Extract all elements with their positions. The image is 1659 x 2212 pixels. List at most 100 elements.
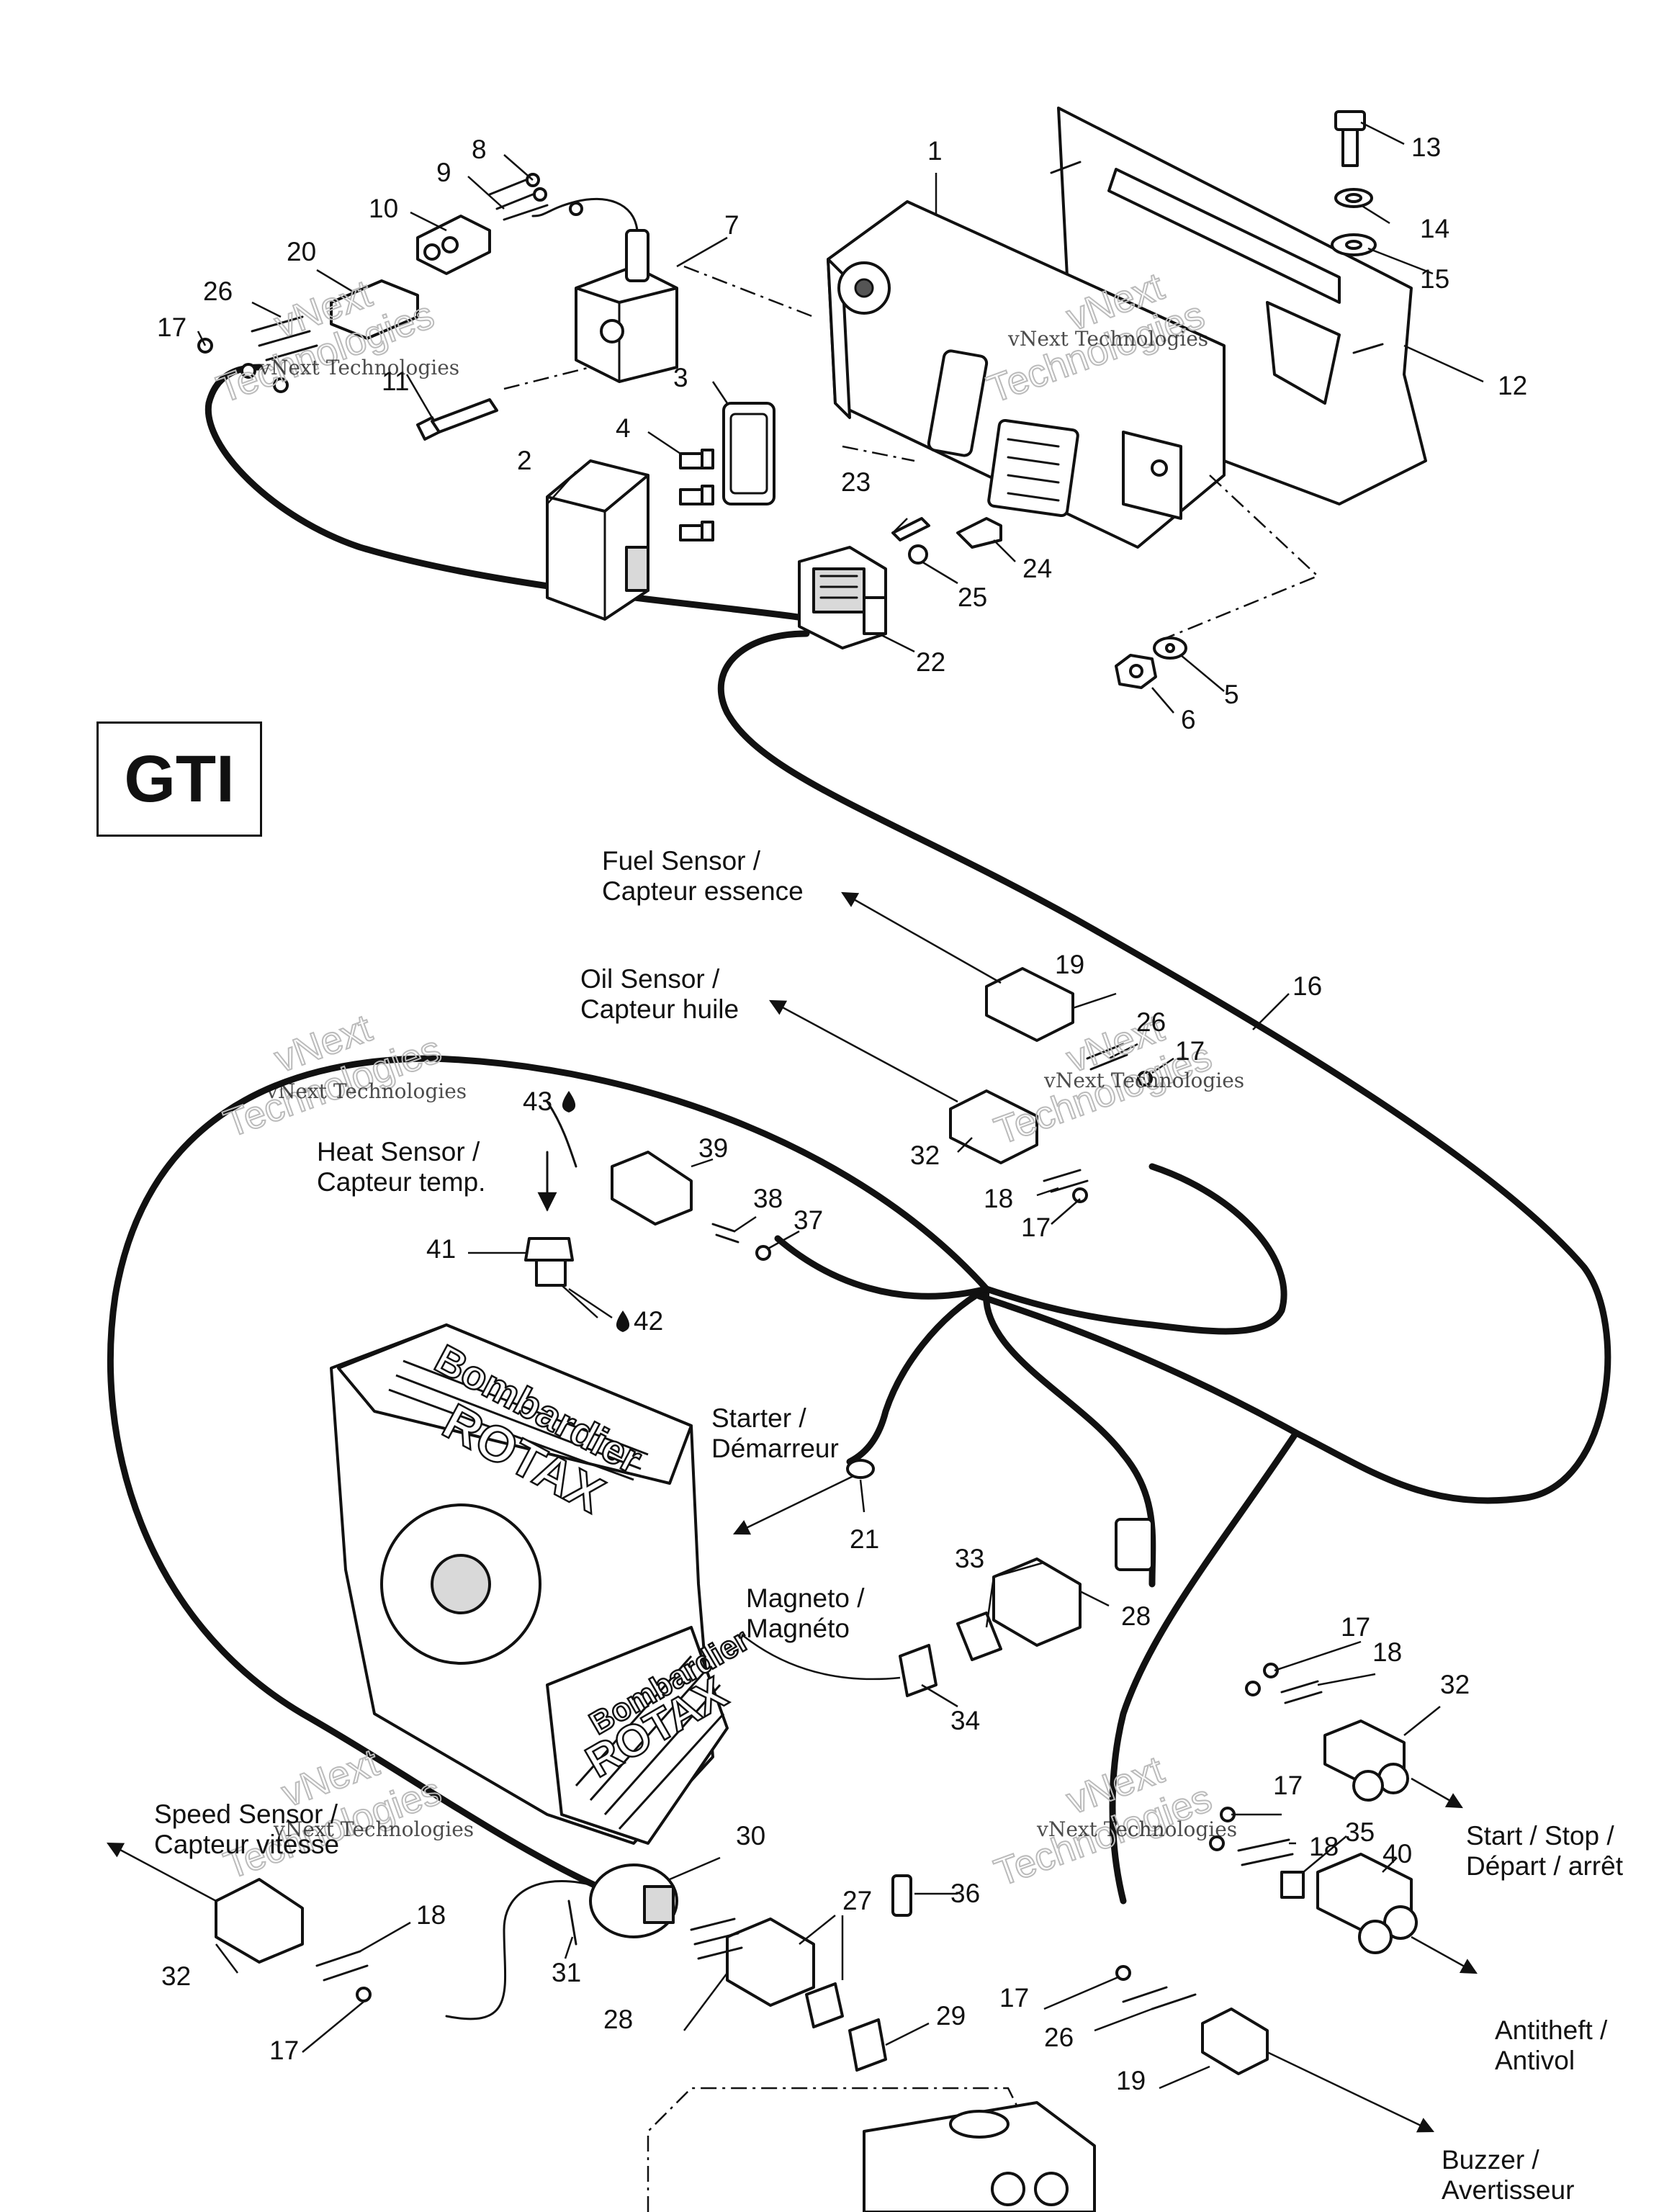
callout-12: 12 <box>1498 371 1527 400</box>
callout-18-right-a: 18 <box>1372 1637 1402 1667</box>
label-speed-sensor-1: Speed Sensor / <box>154 1799 338 1829</box>
callout-42: 42 <box>634 1306 663 1336</box>
fuse-cover <box>722 402 775 505</box>
callout-11: 11 <box>382 367 409 396</box>
label-speed-sensor-2: Capteur vitesse <box>154 1830 339 1859</box>
oil-drop-icon-43 <box>562 1091 576 1112</box>
engine: Bombardier ROTAX Bombardier ROTAX <box>330 1323 756 1845</box>
right-lower-connectors <box>1115 1663 1418 2075</box>
callout-6: 6 <box>1181 705 1196 734</box>
main-harness-wires <box>107 364 1611 2020</box>
heat-sensor-parts <box>524 1100 771 1287</box>
callout-32-left: 32 <box>161 1961 191 1991</box>
callout-5: 5 <box>1224 680 1239 709</box>
label-magneto-2: Magnéto <box>746 1614 850 1643</box>
callout-15: 15 <box>1420 264 1449 294</box>
speed-sensor-parts <box>215 1863 678 2002</box>
callout-19-bottom: 19 <box>1116 2066 1146 2095</box>
callout-23: 23 <box>841 467 871 497</box>
label-starter-2: Démarreur <box>711 1434 839 1463</box>
label-buzzer-2: Avertisseur <box>1442 2175 1574 2205</box>
callout-17-right-a: 17 <box>1341 1612 1370 1642</box>
main-connector-22 <box>798 546 887 649</box>
callout-numbers: 1 2 3 4 5 6 7 8 9 10 11 12 13 14 15 16 1… <box>157 132 1527 2095</box>
ignition-coil <box>531 197 678 383</box>
callout-14: 14 <box>1420 214 1449 243</box>
callout-40: 40 <box>1382 1839 1412 1869</box>
callout-30: 30 <box>736 1821 765 1851</box>
label-magneto-1: Magneto / <box>746 1583 865 1613</box>
callout-22: 22 <box>916 647 945 677</box>
bolt-washers <box>1331 110 1377 256</box>
callout-32-mid: 32 <box>910 1141 940 1170</box>
callout-17-right-b: 17 <box>1273 1771 1303 1800</box>
callout-17-mid-a: 17 <box>1175 1036 1205 1066</box>
label-antitheft-1: Antitheft / <box>1495 2015 1608 2045</box>
callout-17-right-c: 17 <box>999 1983 1029 2013</box>
callout-13: 13 <box>1411 132 1441 162</box>
callout-26-mid: 26 <box>1136 1007 1166 1037</box>
watermark-mid-left: vNext Technologies <box>266 1079 467 1103</box>
watermark-bottom-right: vNext Technologies <box>1036 1817 1237 1841</box>
callout-2: 2 <box>517 446 532 475</box>
label-heat-sensor-1: Heat Sensor / <box>317 1137 480 1166</box>
label-antitheft-2: Antivol <box>1495 2046 1575 2075</box>
watermark-top-right: vNext Technologies <box>1007 327 1208 351</box>
callout-24: 24 <box>1022 554 1052 583</box>
nut-washer <box>1115 637 1187 689</box>
model-label-box: GTI <box>96 721 262 837</box>
callout-32-right: 32 <box>1440 1670 1470 1699</box>
direction-arrows <box>107 891 1478 2133</box>
bolt-11 <box>416 398 498 441</box>
callout-26-bottom: 26 <box>1044 2023 1074 2052</box>
watermark-top-left: vNext Technologies <box>258 356 459 379</box>
callout-18-mid: 18 <box>984 1184 1013 1213</box>
callout-28-mid: 28 <box>1121 1601 1151 1631</box>
leader-lines <box>197 121 1484 2090</box>
oil-drop-icon-42 <box>616 1310 630 1332</box>
starter-terminal <box>846 1459 875 1479</box>
callout-33: 33 <box>955 1544 984 1573</box>
callout-29: 29 <box>936 2001 966 2031</box>
callout-16: 16 <box>1292 971 1322 1001</box>
callout-8: 8 <box>472 135 487 164</box>
terminals-23-24-25 <box>891 517 1002 565</box>
callout-35: 35 <box>1345 1817 1375 1847</box>
callout-37: 37 <box>793 1205 823 1235</box>
label-start-stop-2: Départ / arrêt <box>1466 1851 1624 1881</box>
callout-7: 7 <box>724 210 739 240</box>
callout-17-left: 17 <box>269 2036 299 2065</box>
callout-9: 9 <box>436 158 451 187</box>
watermark-bottom-left: vNext Technologies <box>273 1817 474 1841</box>
callout-27: 27 <box>842 1886 872 1915</box>
label-heat-sensor-2: Capteur temp. <box>317 1167 485 1197</box>
assembly-lines <box>503 265 1320 642</box>
callout-18-left: 18 <box>416 1900 446 1930</box>
callout-43: 43 <box>523 1087 552 1116</box>
callout-28-bottom: 28 <box>603 2005 633 2034</box>
top-left-connectors <box>197 173 583 393</box>
callout-41: 41 <box>426 1234 456 1264</box>
mid-connectors <box>949 967 1153 1203</box>
fuses <box>679 449 714 541</box>
lower-connectors <box>690 1874 912 2072</box>
callout-39: 39 <box>698 1133 728 1163</box>
magneto-connectors <box>899 1518 1154 1697</box>
label-starter-1: Starter / <box>711 1403 806 1433</box>
label-fuel-sensor-2: Capteur essence <box>602 876 804 906</box>
callout-3: 3 <box>673 363 688 392</box>
label-fuel-sensor-1: Fuel Sensor / <box>602 846 761 876</box>
callout-19-mid: 19 <box>1055 950 1084 979</box>
callout-18-right-b: 18 <box>1309 1832 1339 1861</box>
label-buzzer-1: Buzzer / <box>1442 2145 1539 2175</box>
callout-25: 25 <box>958 583 987 612</box>
callout-20: 20 <box>287 237 316 266</box>
callout-1: 1 <box>927 136 943 166</box>
callout-38: 38 <box>753 1184 783 1213</box>
callout-31: 31 <box>552 1958 581 1987</box>
watermark-mid-right: vNext Technologies <box>1043 1069 1244 1092</box>
ecu-module <box>827 200 1226 549</box>
callout-21: 21 <box>850 1524 879 1554</box>
label-oil-sensor-2: Capteur huile <box>580 994 739 1024</box>
